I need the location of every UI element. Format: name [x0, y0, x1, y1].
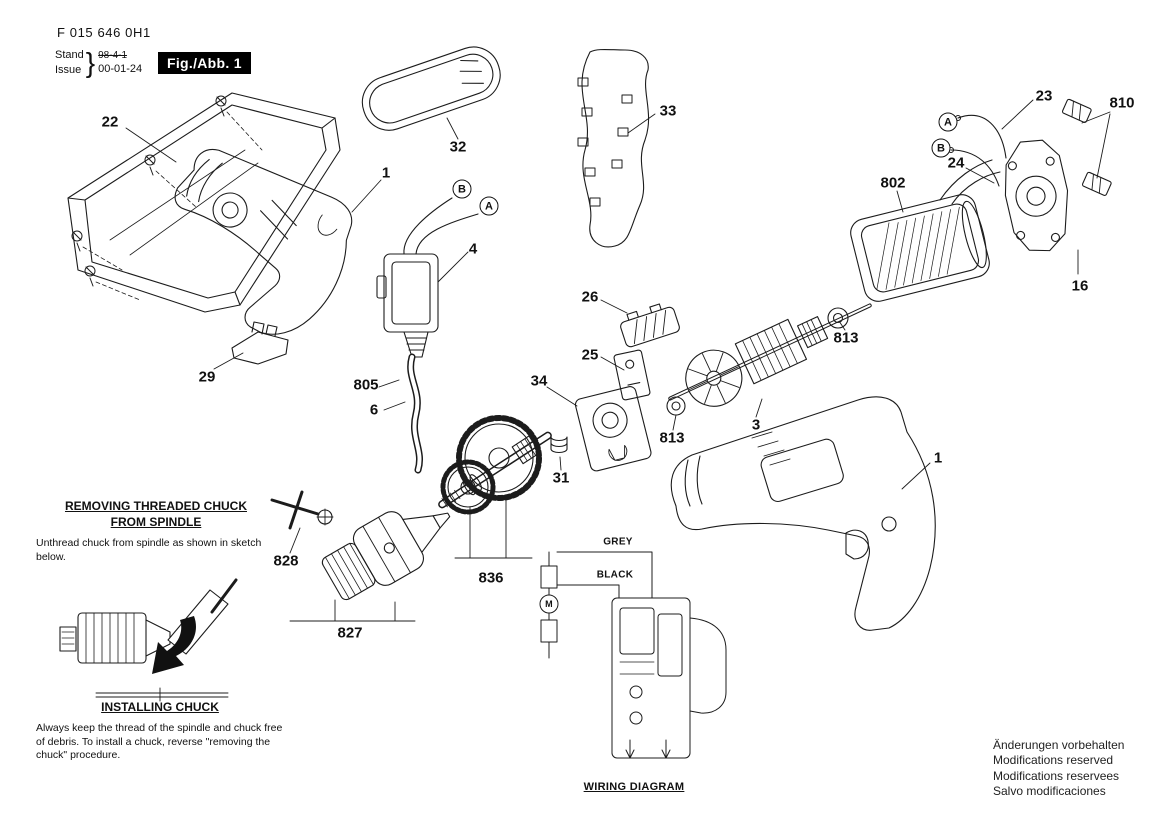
leader-lines [125, 99, 1111, 622]
letter-callout-a: A [938, 112, 958, 132]
wiring-diagram-title: WIRING DIAGRAM [583, 781, 685, 793]
installing-title: INSTALLING CHUCK [101, 700, 219, 714]
part-callout-805: 805 [353, 376, 379, 394]
note-de: Änderungen vorbehalten [993, 738, 1125, 752]
plate-drawing [613, 349, 651, 401]
old-issue-date: 98-4-1 [98, 50, 128, 62]
note-fr: Modifications reservees [993, 768, 1120, 783]
cable-clip-drawing [231, 321, 289, 365]
part-callout-6: 6 [369, 401, 379, 419]
part-callout-828: 828 [273, 552, 299, 570]
part-callout-31: 31 [552, 469, 570, 487]
chuck-drawing [321, 511, 451, 601]
removing-title-line1: REMOVING THREADED CHUCK [64, 499, 247, 513]
part-callout-33: 33 [659, 102, 677, 120]
grey-wire-label: GREY [603, 536, 633, 548]
part-callout-813: 813 [659, 429, 685, 447]
removing-chuck-note: REMOVING THREADED CHUCK FROM SPINDLE Unt… [36, 498, 276, 565]
removing-body-text: Unthread chuck from spindle as shown in … [36, 537, 262, 564]
spring-drawing [550, 436, 568, 454]
gear-assembly-drawing [438, 415, 552, 515]
part-callout-802: 802 [880, 174, 906, 192]
carbon-brush-drawing [1061, 98, 1112, 196]
installing-chuck-note: INSTALLING CHUCK Always keep the thread … [36, 699, 284, 763]
bearing-drawing [666, 307, 849, 416]
wire-drawing [947, 114, 1007, 187]
part-callout-34: 34 [530, 372, 548, 390]
brace-glyph: } [85, 47, 96, 79]
part-callout-1: 1 [381, 164, 391, 182]
part-callout-813: 813 [833, 329, 859, 347]
modification-notes: Änderungen vorbehalten Modifications res… [993, 738, 1124, 799]
issue-date: 00-01-24 [98, 63, 143, 76]
note-es: Salvo modificaciones [993, 784, 1106, 799]
letter-callout-a: A [479, 196, 499, 216]
letter-callout-b: B [931, 138, 951, 158]
switch-drawing [376, 197, 479, 333]
end-bracket-drawing [1004, 139, 1069, 252]
part-callout-26: 26 [581, 288, 599, 306]
drill-body-drawing [670, 396, 936, 631]
cover-plate-drawing [361, 46, 501, 131]
wiring-diagram-drawing [539, 551, 727, 759]
part-callout-827: 827 [337, 624, 363, 642]
black-wire-label: BLACK [596, 569, 634, 581]
revision-block: Stand Issue } 98-4-1 00-01-24 [55, 48, 142, 78]
side-plate-drawing [577, 48, 650, 248]
part-callout-4: 4 [468, 240, 478, 258]
part-callout-32: 32 [449, 138, 467, 156]
part-callout-3: 3 [751, 416, 761, 434]
bearing-plate-drawing [574, 386, 652, 472]
part-callout-25: 25 [581, 346, 599, 364]
motor-symbol-label: M [545, 599, 553, 609]
issue-label: Issue [55, 63, 82, 76]
part-callout-22: 22 [101, 113, 119, 131]
part-callout-16: 16 [1071, 277, 1089, 295]
document-number: F 015 646 0H1 [57, 25, 151, 40]
field-coil-drawing [850, 159, 1001, 302]
figure-label: Fig./Abb. 1 [158, 52, 251, 74]
armature-drawing [668, 303, 872, 407]
part-callout-23: 23 [1035, 87, 1053, 105]
installing-body-text: Always keep the thread of the spindle an… [36, 722, 283, 762]
housing-shell-drawing [67, 92, 341, 313]
power-cord-drawing [403, 331, 429, 474]
part-callout-1: 1 [933, 449, 943, 467]
note-en: Modifications reserved [993, 753, 1114, 768]
letter-callout-b: B [452, 179, 472, 199]
chuck-key-drawing [270, 490, 334, 530]
removing-title-line2: FROM SPINDLE [110, 515, 202, 530]
chuck-removal-sketch [59, 578, 238, 702]
stand-label: Stand [55, 49, 84, 61]
part-callout-24: 24 [947, 154, 965, 172]
part-callout-836: 836 [478, 569, 504, 587]
brush-plate-drawing [620, 303, 680, 348]
part-callout-810: 810 [1109, 94, 1135, 112]
housing-half-drawing [174, 148, 353, 335]
part-callout-29: 29 [198, 368, 216, 386]
